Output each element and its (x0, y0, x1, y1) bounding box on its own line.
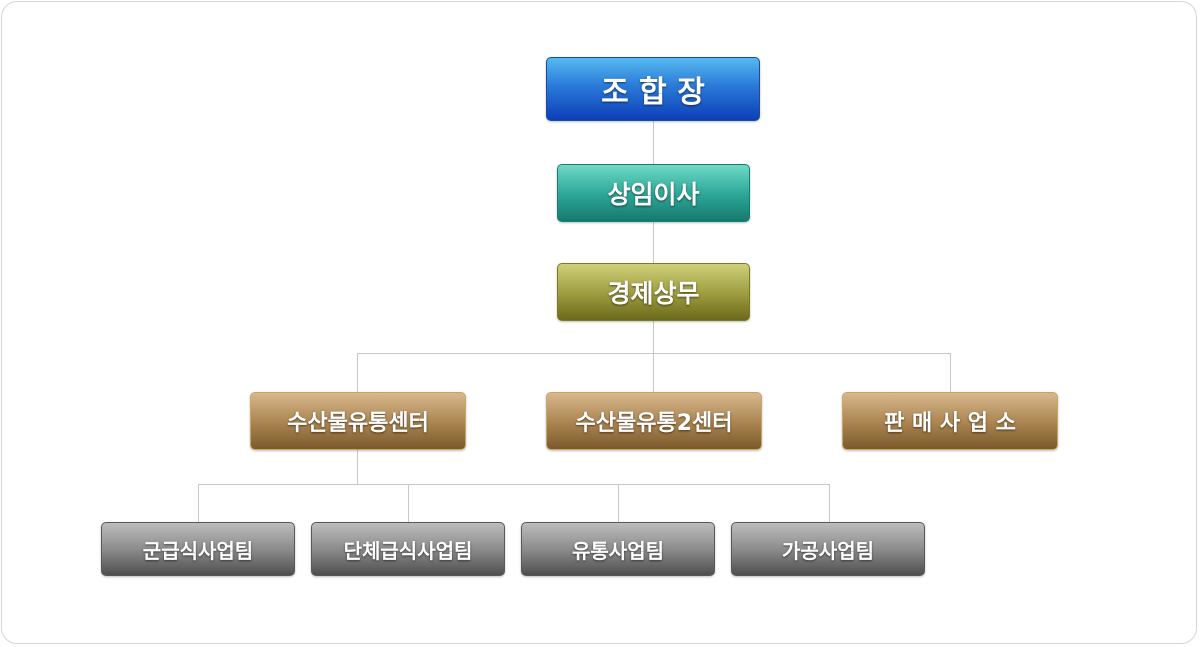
node-chairman-label: 조 합 장 (601, 75, 705, 110)
node-dept-sales-office: 판 매 사 업 소 (842, 392, 1058, 450)
node-team-group-catering: 단체급식사업팀 (311, 522, 505, 576)
node-chairman: 조 합 장 (546, 57, 760, 121)
node-team-distribution: 유통사업팀 (521, 522, 715, 576)
node-dept-sales-office-label: 판 매 사 업 소 (884, 411, 1016, 436)
node-team-group-catering-label: 단체급식사업팀 (343, 538, 473, 563)
node-team-processing-label: 가공사업팀 (782, 538, 874, 563)
node-team-military-catering: 군급식사업팀 (101, 522, 295, 576)
node-team-military-catering-label: 군급식사업팀 (142, 538, 254, 563)
node-managing-director: 상임이사 (557, 164, 750, 222)
node-economic-executive: 경제상무 (557, 263, 750, 321)
node-team-processing: 가공사업팀 (731, 522, 925, 576)
node-managing-director-label: 상임이사 (607, 180, 700, 209)
node-dept-seafood-center-2-label: 수산물유통2센터 (575, 411, 733, 436)
node-dept-seafood-center-2: 수산물유통2센터 (546, 392, 762, 450)
node-dept-seafood-center: 수산물유통센터 (250, 392, 466, 450)
node-team-distribution-label: 유통사업팀 (572, 538, 664, 563)
node-economic-executive-label: 경제상무 (607, 279, 700, 308)
node-dept-seafood-center-label: 수산물유통센터 (287, 411, 429, 436)
